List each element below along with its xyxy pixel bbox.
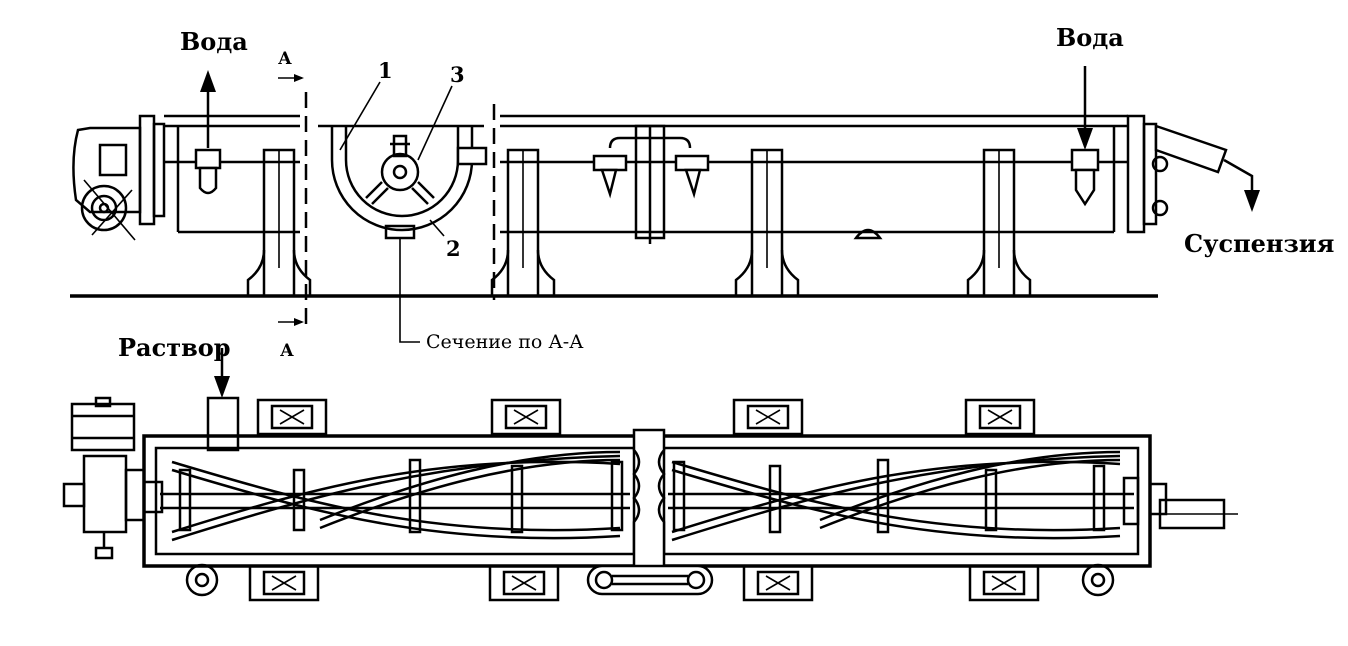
solution-inlet-pipe: [206, 396, 240, 452]
right-outlet-plan: [1122, 476, 1238, 530]
trough-inner-left: [154, 446, 636, 556]
mounting-feet: [248, 398, 1040, 602]
label-water-in: Вода: [1056, 23, 1124, 52]
ribbon-spokes: [178, 458, 1106, 534]
central-coupling: [632, 428, 666, 582]
label-suspension: Суспензия: [1184, 229, 1334, 258]
left-drive-unit: [72, 114, 166, 241]
wheel-left: [185, 563, 219, 597]
support-legs: [246, 148, 1032, 298]
central-linkage: [586, 564, 714, 596]
side-elevation-view: Вода Вода Суспензия А А 1 3 2 Сечение по…: [70, 23, 1334, 361]
plan-view: Раствор: [62, 333, 1238, 602]
callout-3: 3: [450, 62, 465, 87]
support-leg: [246, 148, 312, 298]
support-leg: [734, 148, 800, 298]
label-section-bottom: А: [280, 341, 294, 361]
support-leg: [490, 148, 556, 298]
label-section-top: А: [278, 49, 292, 69]
label-solution: Раствор: [118, 333, 231, 362]
wheel-right: [1081, 563, 1115, 597]
flow-arrows-top: [200, 66, 1260, 326]
trough-right-part: [500, 114, 1228, 244]
cross-section-a-a: [318, 124, 488, 343]
callout-1: 1: [378, 58, 393, 83]
support-leg: [966, 148, 1032, 298]
callout-2: 2: [446, 236, 461, 261]
label-section-caption: Сечение по А-А: [426, 331, 584, 353]
section-caption-leader: [399, 238, 420, 343]
left-drive-plan: [62, 396, 164, 560]
label-water-out: Вода: [180, 27, 248, 56]
